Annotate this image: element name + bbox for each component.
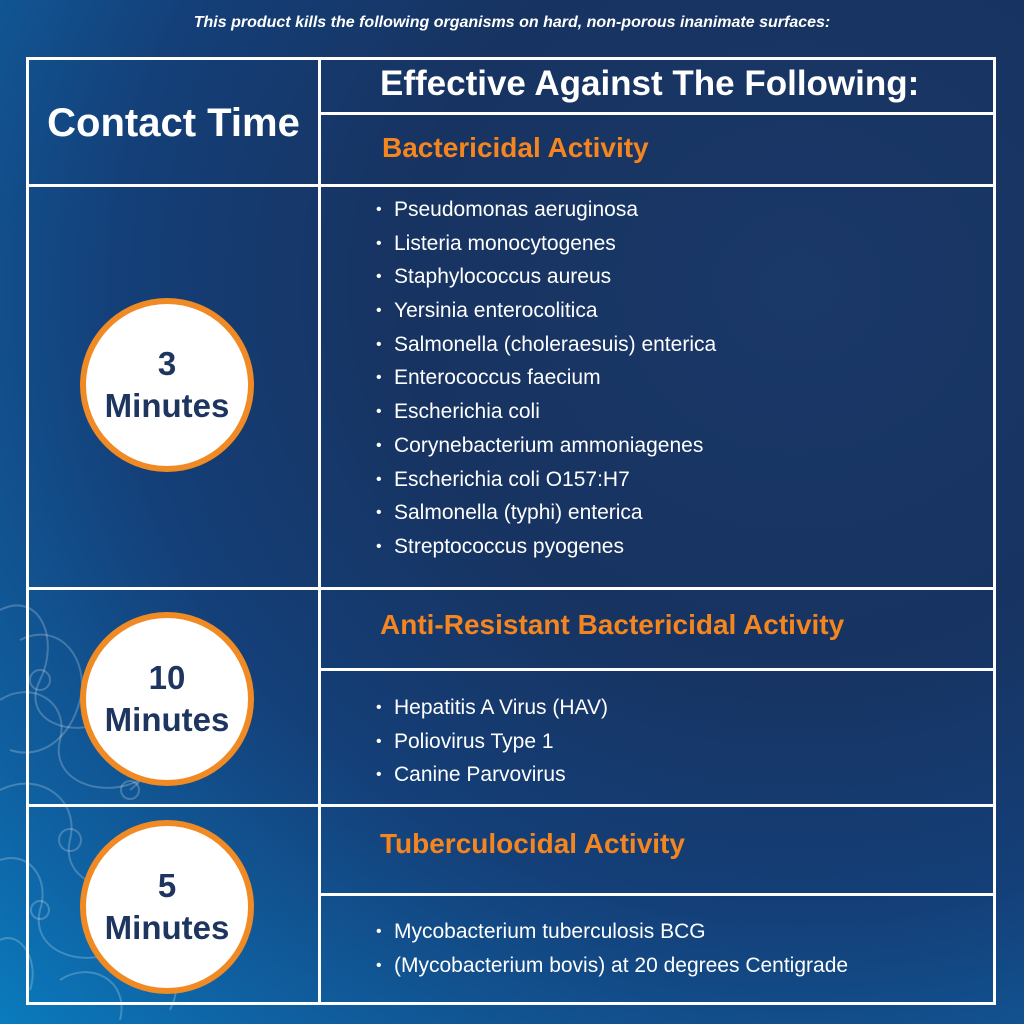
- list-item: Salmonella (typhi) enterica: [376, 496, 716, 530]
- organism-list-bactericidal: Pseudomonas aeruginosa Listeria monocyto…: [376, 193, 716, 564]
- list-item: Pseudomonas aeruginosa: [376, 193, 716, 227]
- row-divider: [318, 668, 993, 671]
- list-item: Canine Parvovirus: [376, 758, 608, 792]
- section-title-tuberculocidal: Tuberculocidal Activity: [380, 828, 685, 859]
- list-item: Salmonella (choleraesuis) enterica: [376, 328, 716, 362]
- list-item: Yersinia enterocolitica: [376, 294, 716, 328]
- contact-time-badge-5-minutes: 5 Minutes: [80, 820, 254, 994]
- row-divider: [29, 184, 993, 187]
- section-title-bactericidal: Bactericidal Activity: [382, 132, 649, 163]
- time-number: 10: [148, 659, 186, 696]
- effective-against-header: Effective Against The Following:: [380, 64, 920, 103]
- list-item: Corynebacterium ammoniagenes: [376, 429, 716, 463]
- contact-time-badge-3-minutes: 3 Minutes: [80, 298, 254, 472]
- intro-text: This product kills the following organis…: [193, 14, 831, 31]
- time-unit: Minutes: [104, 387, 230, 424]
- list-item: Staphylococcus aureus: [376, 260, 716, 294]
- organism-list-anti-resistant: Hepatitis A Virus (HAV) Poliovirus Type …: [376, 691, 608, 792]
- list-item: Enterococcus faecium: [376, 361, 716, 395]
- row-divider: [318, 893, 993, 896]
- row-divider: [318, 112, 993, 115]
- list-item: Listeria monocytogenes: [376, 227, 716, 261]
- list-item: Hepatitis A Virus (HAV): [376, 691, 608, 725]
- list-item: Escherichia coli: [376, 395, 716, 429]
- organism-list-tuberculocidal: Mycobacterium tuberculosis BCG (Mycobact…: [376, 915, 848, 982]
- list-item: Streptococcus pyogenes: [376, 530, 716, 564]
- activity-table: Contact Time: [26, 57, 996, 1005]
- time-number: 3: [157, 345, 177, 382]
- column-divider: [318, 60, 321, 1002]
- list-item: Escherichia coli O157:H7: [376, 463, 716, 497]
- row-divider: [29, 804, 993, 807]
- list-item: Poliovirus Type 1: [376, 725, 608, 759]
- section-title-anti-resistant: Anti-Resistant Bactericidal Activity: [380, 609, 845, 640]
- list-item: Mycobacterium tuberculosis BCG: [376, 915, 848, 949]
- time-unit: Minutes: [104, 701, 230, 738]
- time-unit: Minutes: [104, 909, 230, 946]
- contact-time-header: Contact Time: [47, 101, 300, 145]
- contact-time-badge-10-minutes: 10 Minutes: [80, 612, 254, 786]
- time-number: 5: [157, 867, 177, 904]
- row-divider: [29, 587, 993, 590]
- list-item: (Mycobacterium bovis) at 20 degrees Cent…: [376, 949, 848, 983]
